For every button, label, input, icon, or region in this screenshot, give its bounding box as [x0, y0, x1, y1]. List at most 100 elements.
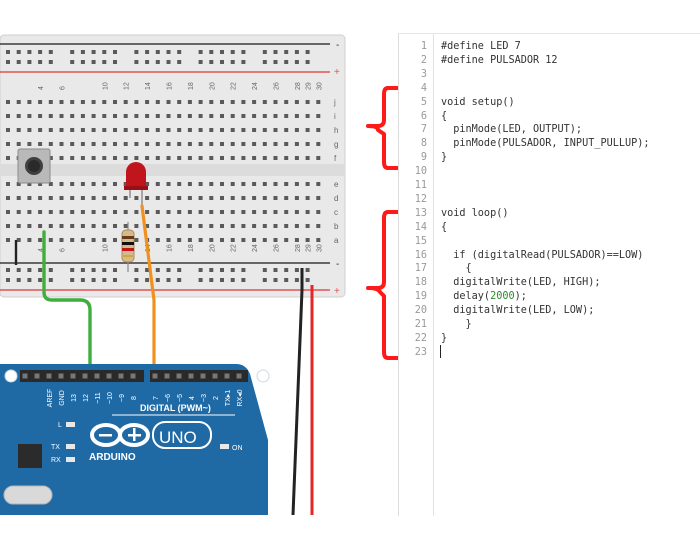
breadboard-hole: [305, 196, 310, 200]
breadboard-hole: [155, 142, 160, 146]
header-pin[interactable]: [46, 373, 52, 379]
header-pin[interactable]: [106, 373, 112, 379]
rail-hole: [80, 268, 85, 272]
breadboard-hole: [220, 224, 224, 228]
digital-header-right[interactable]: [150, 370, 248, 382]
arduino-logo-icon: [90, 423, 150, 447]
breadboard-hole: [209, 128, 214, 132]
breadboard-hole: [294, 196, 299, 200]
push-button[interactable]: [17, 148, 51, 184]
breadboard-hole: [102, 142, 107, 146]
breadboard-hole: [187, 224, 192, 228]
brand-label: ARDUINO: [89, 452, 136, 463]
breadboard-hole: [91, 210, 96, 214]
breadboard-hole: [134, 142, 139, 146]
breadboard-hole: [59, 196, 64, 200]
line-number: 19: [414, 291, 427, 303]
breadboard-hole: [134, 224, 139, 228]
breadboard-hole: [16, 128, 21, 132]
line-number: 4: [420, 82, 427, 94]
column-number: 22: [231, 244, 238, 252]
breadboard-hole: [230, 196, 235, 200]
breadboard-hole: [284, 100, 289, 104]
resistor[interactable]: [121, 222, 135, 272]
rail-hole: [177, 60, 182, 64]
brace-loop: [366, 210, 400, 360]
rail-minus-top: -: [336, 40, 339, 51]
breadboard-hole: [252, 100, 257, 104]
breadboard-hole: [134, 128, 139, 132]
black-wire[interactable]: [291, 268, 304, 516]
breadboard-hole: [38, 238, 43, 242]
breadboard-hole: [6, 114, 10, 118]
code-text: pinMode(LED, OUTPUT);: [441, 124, 583, 136]
green-wire[interactable]: [42, 230, 92, 377]
header-pin-label: ~3: [201, 394, 208, 402]
code-text: }: [441, 332, 448, 344]
breadboard-hole: [198, 156, 203, 160]
breadboard-hole: [252, 114, 257, 118]
breadboard-hole: [284, 182, 289, 186]
breadboard-hole: [16, 238, 21, 242]
header-pin[interactable]: [82, 373, 88, 379]
line-number: 2: [420, 54, 427, 66]
header-pin[interactable]: [224, 373, 230, 379]
rail-hole: [113, 268, 117, 272]
orange-wire[interactable]: [140, 204, 156, 379]
breadboard-hole: [48, 196, 53, 200]
header-pin[interactable]: [152, 373, 158, 379]
rail-hole: [294, 50, 299, 54]
breadboard-hole: [187, 114, 192, 118]
breadboard-hole: [273, 238, 278, 242]
header-pin[interactable]: [188, 373, 194, 379]
rail-hole: [102, 278, 107, 282]
breadboard-hole: [273, 100, 278, 104]
breadboard-hole: [262, 238, 267, 242]
header-pin[interactable]: [176, 373, 182, 379]
breadboard-hole: [230, 100, 235, 104]
breadboard-hole: [70, 156, 75, 160]
header-pin[interactable]: [34, 373, 40, 379]
breadboard-hole: [177, 182, 182, 186]
breadboard-hole: [70, 238, 75, 242]
breadboard-hole: [252, 196, 257, 200]
code-text: }: [441, 152, 448, 164]
led-label-tx: TX: [51, 444, 60, 451]
breadboard-hole: [70, 142, 75, 146]
header-pin[interactable]: [164, 373, 170, 379]
breadboard-hole: [305, 142, 310, 146]
breadboard-hole: [59, 238, 64, 242]
breadboard-hole: [262, 156, 267, 160]
breadboard-hole: [284, 238, 289, 242]
column-number: 10: [102, 82, 109, 90]
header-pin[interactable]: [200, 373, 206, 379]
breadboard-hole: [220, 100, 224, 104]
rail-hole: [262, 50, 267, 54]
breadboard-hole: [145, 196, 150, 200]
rail-hole: [262, 60, 267, 64]
header-pin[interactable]: [22, 373, 28, 379]
breadboard-hole: [220, 196, 224, 200]
header-pin[interactable]: [70, 373, 76, 379]
breadboard-hole: [241, 142, 246, 146]
header-pin[interactable]: [130, 373, 136, 379]
header-pin[interactable]: [118, 373, 124, 379]
column-number: 6: [60, 248, 67, 252]
digital-header-left[interactable]: [20, 370, 144, 382]
breadboard-hole: [16, 224, 21, 228]
breadboard-hole: [59, 128, 64, 132]
header-pin[interactable]: [94, 373, 100, 379]
rail-hole: [220, 268, 224, 272]
red-led[interactable]: [124, 162, 148, 206]
breadboard-hole: [209, 238, 214, 242]
breadboard-hole: [316, 128, 321, 132]
rail-hole: [48, 268, 53, 272]
header-pin[interactable]: [212, 373, 218, 379]
header-pin[interactable]: [236, 373, 242, 379]
breadboard-hole: [177, 128, 182, 132]
header-pin[interactable]: [58, 373, 64, 379]
breadboard-hole: [38, 100, 43, 104]
rail-hole: [6, 50, 10, 54]
